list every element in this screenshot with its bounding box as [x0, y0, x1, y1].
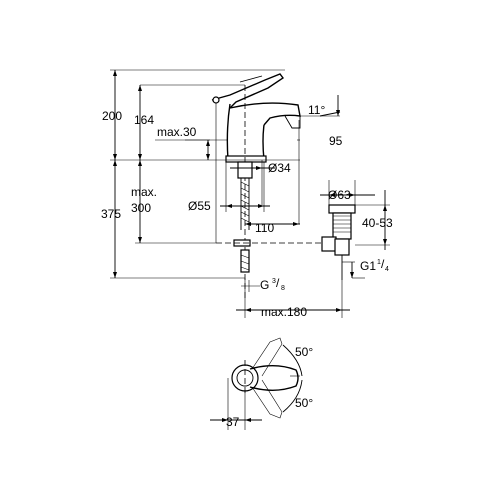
dim-40-53: 40-53 [362, 216, 393, 230]
arrowheads [113, 70, 387, 312]
aerator [284, 115, 301, 129]
hose-braid [240, 181, 250, 223]
dim-200: 200 [102, 109, 122, 123]
waste-tailpiece [334, 238, 350, 256]
faucet-elevation [211, 73, 301, 170]
dimension-lines [110, 69, 390, 318]
dim-110: 110 [255, 221, 274, 235]
plan-lever [249, 365, 299, 391]
dim-g1-den: 4 [385, 266, 389, 273]
dim-angle-50-down: 50° [295, 396, 313, 410]
lever-rotated-down [249, 379, 283, 419]
dim-max-300: 300 [131, 201, 151, 215]
dim-g1: G1 [360, 259, 376, 273]
lever-highlight [239, 75, 263, 83]
dim-37: 37 [226, 415, 240, 429]
arc-down [282, 379, 303, 413]
faucet-plan [210, 337, 303, 430]
hose-end-braid [240, 254, 250, 271]
dim-375: 375 [101, 207, 121, 221]
dim-max180: max.180 [261, 305, 307, 319]
mounting-nut [237, 161, 253, 179]
dim-164: 164 [134, 113, 154, 127]
waste-pivot [321, 236, 337, 252]
dim-max-label: max. [131, 185, 157, 199]
waste-flange [328, 204, 356, 214]
dim-diameter-34: Ø34 [268, 161, 291, 175]
dim-g-slash: / [276, 276, 280, 290]
dim-g1-slash: / [381, 257, 385, 271]
dim-g1-num: 1 [377, 259, 381, 266]
dim-95: 95 [329, 134, 343, 148]
faucet-base [225, 155, 267, 163]
dim-g-den: 8 [281, 285, 285, 292]
dim-max30: max.30 [157, 125, 197, 139]
faucet-body [226, 103, 265, 161]
dim-angle-50-up: 50° [295, 345, 313, 359]
lever-rotated-up [249, 337, 283, 377]
dim-angle-11: 11° [308, 103, 325, 117]
waste-assembly [321, 204, 356, 280]
waste-body [332, 212, 352, 240]
dim-diameter-55: Ø55 [188, 199, 211, 213]
waste-thread [333, 215, 351, 233]
dim-diameter-63: Ø63 [328, 188, 351, 202]
dim-g-num: 3 [272, 278, 276, 285]
dim-g: G [260, 278, 269, 292]
mounting-assembly [233, 161, 253, 273]
lever-handle [211, 73, 285, 109]
spout [229, 102, 301, 126]
arc-up [282, 344, 303, 377]
popup-knob [212, 96, 220, 104]
